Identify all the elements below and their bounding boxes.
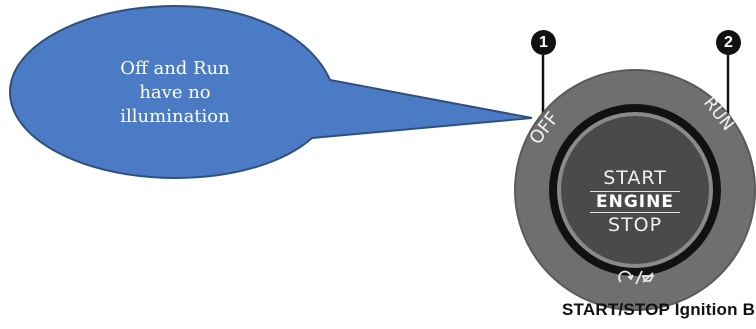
label-stop: STOP (590, 214, 680, 236)
label-engine: ENGINE (590, 191, 680, 213)
callout-line-1: Off and Run (100, 57, 250, 81)
badge-2-number: 2 (724, 34, 733, 51)
label-start: START (590, 167, 680, 189)
callout-bubble (10, 6, 532, 178)
badge-1-number: 1 (539, 34, 548, 51)
badge-1: 1 (531, 30, 556, 55)
callout-line-2: have no (100, 81, 250, 105)
diagram-caption: START/STOP Ignition Button (562, 300, 756, 320)
callout-text: Off and Run have no illumination (100, 57, 250, 129)
callout-line-3: illumination (100, 105, 250, 129)
button-center[interactable] (561, 116, 709, 264)
badge-2: 2 (716, 30, 741, 55)
